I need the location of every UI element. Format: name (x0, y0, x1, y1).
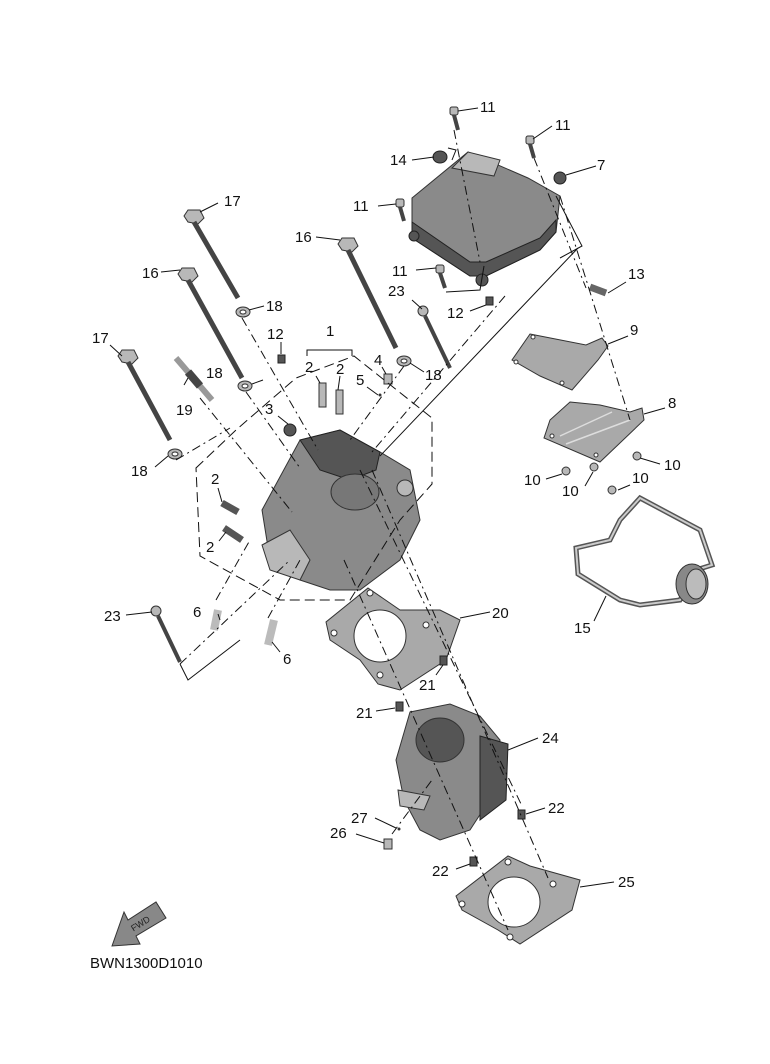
callout-23: 23 (104, 608, 121, 625)
callout-3: 3 (265, 401, 273, 418)
callout-1: 1 (326, 323, 334, 340)
forward-direction-arrow: FWD (111, 901, 167, 947)
callout-22: 22 (548, 800, 565, 817)
cylinder-block-24[interactable] (395, 703, 509, 841)
callout-14: 14 (390, 152, 407, 169)
pin-27[interactable] (397, 827, 401, 831)
bolt-17-left[interactable] (117, 349, 173, 442)
callout-13: 13 (628, 266, 645, 283)
callout-26: 26 (330, 825, 347, 842)
bolt-11-top[interactable] (449, 106, 460, 131)
dowel-21-a[interactable] (439, 655, 448, 666)
callout-15: 15 (574, 620, 591, 637)
plug-12-head[interactable] (277, 354, 286, 364)
callout-10: 10 (632, 470, 649, 487)
callout-7: 7 (597, 157, 605, 174)
bolt-11-lower[interactable] (435, 264, 447, 289)
callout-11: 11 (392, 263, 408, 280)
callout-21: 21 (356, 705, 373, 722)
figure-code: BWN1300D1010 (90, 955, 203, 972)
callout-5: 5 (356, 372, 364, 389)
bolt-11-right[interactable] (525, 135, 536, 159)
callout-18: 18 (206, 365, 223, 382)
stud-23-left[interactable] (150, 605, 182, 663)
callout-16: 16 (142, 265, 159, 282)
cylinder-head[interactable] (261, 429, 421, 591)
callout-22: 22 (432, 863, 449, 880)
callout-18: 18 (131, 463, 148, 480)
bolt-26[interactable] (383, 838, 393, 850)
spark-plug-19[interactable] (173, 356, 215, 402)
head-gasket-20[interactable] (325, 587, 461, 691)
callout-21: 21 (419, 677, 436, 694)
callout-4: 4 (374, 352, 382, 369)
callout-27: 27 (351, 810, 368, 827)
callout-12: 12 (267, 326, 284, 343)
plate-9[interactable] (511, 333, 609, 391)
dowel-22-a[interactable] (517, 809, 526, 820)
dowel-21-b[interactable] (395, 701, 404, 712)
washer-18-a[interactable] (235, 306, 251, 318)
callout-18: 18 (266, 298, 283, 315)
callout-20: 20 (492, 605, 509, 622)
screw-4[interactable] (383, 373, 393, 385)
callout-12: 12 (447, 305, 464, 322)
bolt-17-top[interactable] (183, 209, 241, 300)
callout-leaders (109, 107, 666, 888)
plug-12-top[interactable] (485, 296, 494, 306)
callout-9: 9 (630, 322, 638, 339)
callout-2: 2 (206, 539, 214, 556)
callout-labels: 11 11 14 7 11 11 13 23 12 17 16 16 18 12… (92, 99, 681, 891)
washer-18-c[interactable] (396, 355, 412, 367)
bolt-16-right[interactable] (337, 237, 399, 350)
base-gasket-25[interactable] (455, 855, 581, 945)
grommet-14[interactable] (432, 150, 448, 164)
washer-18-b[interactable] (237, 380, 253, 392)
callout-11: 11 (353, 198, 369, 215)
valve-guide-2-a[interactable] (318, 382, 327, 408)
bolt-11-left[interactable] (395, 198, 406, 222)
dowel-6-a[interactable] (210, 609, 222, 631)
bolt-10-c[interactable] (607, 485, 617, 495)
plug-3[interactable] (283, 423, 297, 437)
dowel-22-b[interactable] (469, 856, 478, 867)
cylinder-head-cover[interactable] (408, 151, 567, 287)
stud-23-top[interactable] (417, 305, 452, 369)
callout-24: 24 (542, 730, 559, 747)
callout-18: 18 (425, 367, 442, 384)
callout-11: 11 (555, 117, 571, 134)
callout-2: 2 (211, 471, 219, 488)
callout-2: 2 (305, 359, 313, 376)
callout-23: 23 (388, 283, 405, 300)
callout-6: 6 (283, 651, 291, 668)
bolt-10-b[interactable] (589, 462, 599, 472)
bolt-10-a[interactable] (561, 466, 571, 476)
callout-17: 17 (224, 193, 241, 210)
callout-2: 2 (336, 361, 344, 378)
callout-10: 10 (562, 483, 579, 500)
bolt-10-d[interactable] (632, 451, 642, 461)
dowel-6-b[interactable] (264, 619, 278, 646)
callout-11: 11 (480, 99, 496, 116)
valve-guide-2-b[interactable] (335, 389, 344, 415)
bolt-13[interactable] (588, 283, 608, 297)
callout-8: 8 (668, 395, 676, 412)
washer-18-d[interactable] (167, 448, 183, 460)
pin-5[interactable] (378, 393, 382, 397)
cover-gasket-15[interactable] (573, 494, 716, 608)
callout-6: 6 (193, 604, 201, 621)
callout-16: 16 (295, 229, 312, 246)
callout-25: 25 (618, 874, 635, 891)
callout-10: 10 (524, 472, 541, 489)
valve-guide-2-d[interactable] (222, 525, 244, 543)
assembly-guide-lines (175, 129, 631, 931)
bolt-16-left[interactable] (177, 267, 245, 380)
callout-10: 10 (664, 457, 681, 474)
callout-19: 19 (176, 402, 193, 419)
plate-8[interactable] (543, 401, 645, 463)
callout-17: 17 (92, 330, 109, 347)
valve-guide-2-c[interactable] (220, 499, 240, 516)
